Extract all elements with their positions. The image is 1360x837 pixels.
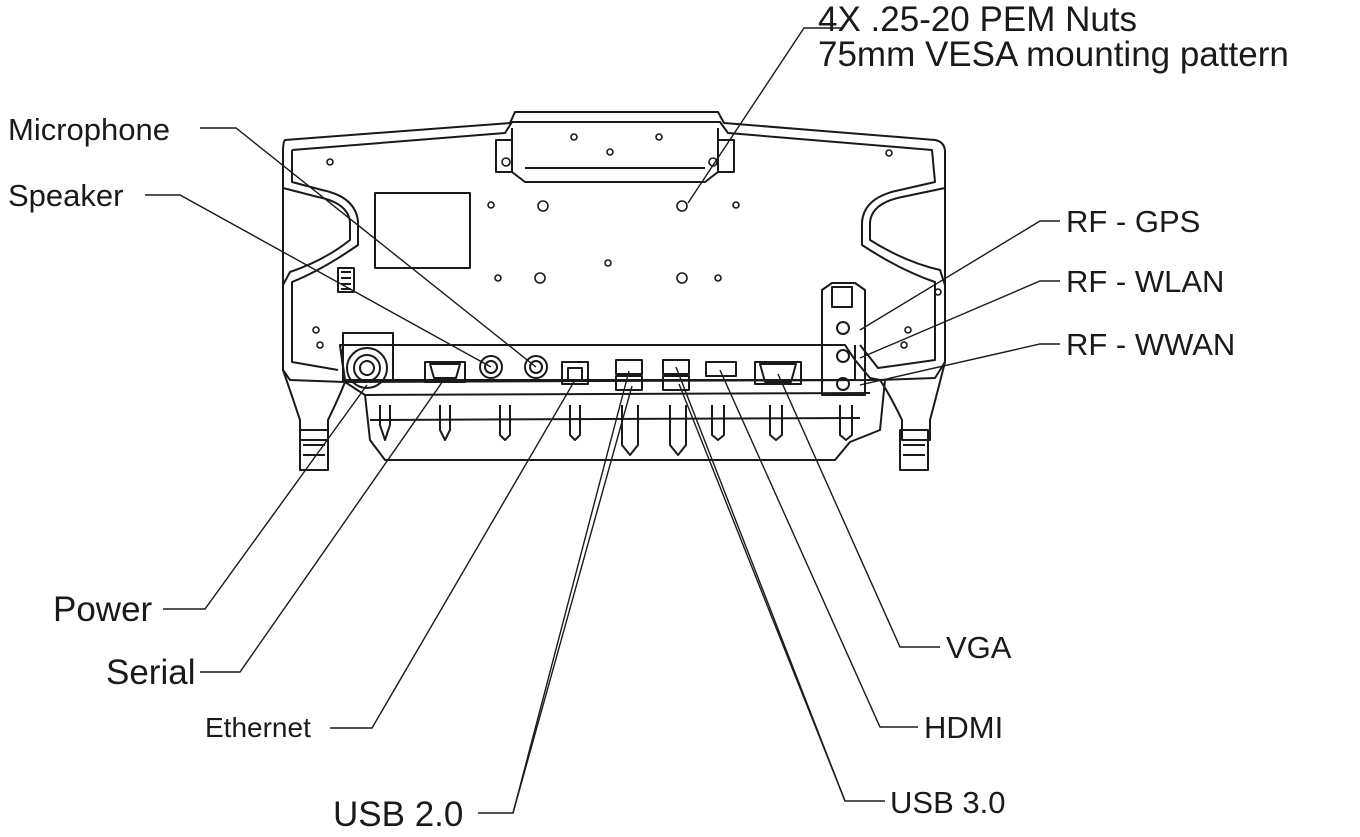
speaker-label: Speaker [8, 178, 124, 213]
ethernet-label: Ethernet [205, 712, 311, 743]
usb3-label: USB 3.0 [890, 785, 1006, 820]
leader-vga [777, 373, 940, 648]
leader-microphone [200, 127, 537, 368]
usb2-label: USB 2.0 [333, 795, 464, 834]
vga-label: VGA [946, 630, 1012, 665]
leader-usb2-a [478, 370, 630, 814]
pem-nuts-line2: 75mm VESA mounting pattern [818, 35, 1289, 74]
microphone-label: Microphone [8, 112, 170, 147]
rf-gps-label: RF - GPS [1066, 204, 1201, 239]
power-label: Power [53, 590, 153, 629]
leader-rf-wlan [859, 280, 1060, 359]
leader-power [163, 384, 368, 610]
serial-label: Serial [106, 653, 196, 692]
pem-nuts-callout: 4X .25-20 PEM Nuts 75mm VESA mounting pa… [818, 2, 1289, 72]
leader-lines [145, 27, 1060, 814]
leader-speaker [145, 194, 492, 368]
leader-rf-wwan [859, 343, 1060, 386]
leader-ethernet [330, 379, 576, 729]
leader-hdmi [719, 369, 918, 728]
leader-pem-nuts [687, 27, 842, 204]
dock-body [282, 111, 946, 471]
pem-nuts-line1: 4X .25-20 PEM Nuts [818, 0, 1138, 39]
leader-usb3-a [675, 366, 885, 802]
leader-serial [200, 377, 446, 673]
rf-wlan-label: RF - WLAN [1066, 264, 1225, 299]
rf-wwan-label: RF - WWAN [1066, 327, 1236, 362]
leader-usb2-b [512, 385, 633, 814]
hdmi-label: HDMI [924, 710, 1004, 745]
leader-usb3-b [678, 383, 846, 802]
leader-rf-gps [859, 220, 1060, 331]
